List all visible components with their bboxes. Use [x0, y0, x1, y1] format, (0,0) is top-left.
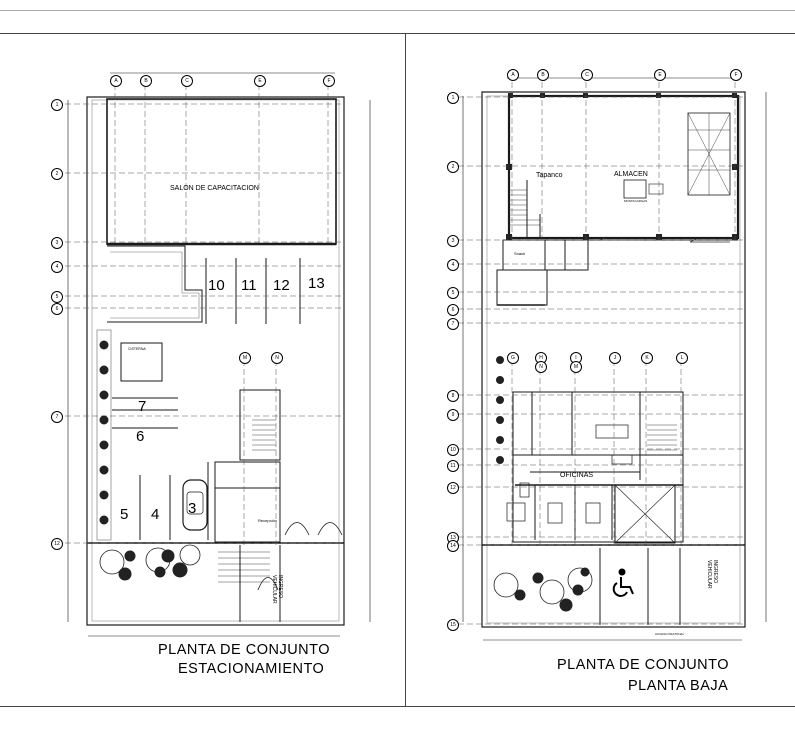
right-grid-row-14: 14 [447, 540, 459, 552]
right-grid-row-11: 11 [447, 460, 459, 472]
left-grid-row-6: 6 [51, 303, 63, 315]
parking-space-3: 3 [188, 500, 197, 517]
right-plan [458, 77, 767, 641]
left-grid-row-12: 12 [51, 538, 63, 550]
sheet-bottom-border [0, 706, 795, 707]
warehouse-outline [507, 94, 740, 240]
snack-room [496, 269, 548, 306]
void-box [614, 484, 676, 544]
right-forklift-label: MONTACARGAS [624, 199, 648, 203]
left-vehicle-entry-label: INGRESO VEHICULAR [271, 575, 283, 604]
right-grid-col-inner-G: G [507, 352, 519, 364]
forklift-icon [623, 179, 647, 199]
right-grid-row-3: 3 [447, 235, 459, 247]
sheet-divider [405, 33, 406, 706]
left-grid-row-2: 2 [51, 168, 63, 180]
left-plan [65, 72, 371, 637]
right-grid-col-B: B [537, 69, 549, 81]
office-block [512, 391, 684, 543]
parking-space-5: 5 [120, 506, 129, 523]
left-grid-row-5: 5 [51, 291, 63, 303]
parking-space-13: 13 [308, 275, 325, 292]
right-warehouse-label: ALMACEN [614, 171, 648, 178]
right-offices-label: OFICINAS [560, 472, 594, 479]
left-grid-col-inner-M: M [239, 352, 251, 364]
right-grid-row-9: 9 [447, 409, 459, 421]
right-grid-col-inner-M: M [570, 361, 582, 373]
left-trees [99, 340, 188, 581]
parking-space-6: 6 [136, 428, 145, 445]
parking-space-11: 11 [241, 277, 257, 294]
right-grid-col-inner-K: K [641, 352, 653, 364]
sheet-top-edge [0, 10, 795, 11]
parking-space-7: 7 [138, 398, 147, 415]
right-grid-col-inner-L: L [676, 352, 688, 364]
right-grid-row-2: 2 [447, 161, 459, 173]
right-grid-row-4: 4 [447, 259, 459, 271]
cistern-box [120, 342, 163, 382]
car-icon [182, 479, 208, 531]
left-grid-row-4: 4 [51, 261, 63, 273]
right-lot-boundary [481, 91, 746, 628]
right-grid-row-15: 15 [447, 619, 459, 631]
left-cistern-label: CISTERNA [128, 347, 146, 351]
left-grid-col-A: A [110, 75, 122, 87]
left-grid-row-7: 7 [51, 411, 63, 423]
right-grid-row-8: 8 [447, 390, 459, 402]
left-grid-row-1: 1 [51, 99, 63, 111]
right-grid-col-E: E [654, 69, 666, 81]
right-snack-label: Snack [514, 251, 526, 256]
parking-space-12: 12 [273, 277, 290, 294]
right-grid-row-7: 7 [447, 318, 459, 330]
right-mezzanine-label: Tapanco [536, 172, 563, 179]
left-plan-title: PLANTA DE CONJUNTO [158, 642, 331, 658]
right-grid-row-10: 10 [447, 444, 459, 456]
right-grid-col-F: F [730, 69, 742, 81]
right-grid-col-A: A [507, 69, 519, 81]
right-plan-title: PLANTA DE CONJUNTO [557, 657, 730, 673]
right-grid-row-6: 6 [447, 304, 459, 316]
parking-space-4: 4 [151, 506, 160, 523]
left-grid-col-E: E [254, 75, 266, 87]
left-plan-subtitle: ESTACIONAMIENTO [178, 661, 325, 677]
training-room-outline [106, 98, 337, 245]
left-grid-col-B: B [140, 75, 152, 87]
right-grid-row-1: 1 [447, 92, 459, 104]
left-grid-col-F: F [323, 75, 335, 87]
right-grid-row-12: 12 [447, 482, 459, 494]
right-grid-row-5: 5 [447, 287, 459, 299]
left-grid-row-3: 3 [51, 237, 63, 249]
right-grid-col-C: C [581, 69, 593, 81]
parking-space-10: 10 [208, 277, 225, 294]
stair-core [239, 389, 281, 461]
right-grid-col-inner-N: N [535, 361, 547, 373]
left-training-room-label: SALON DE CAPACITACION [170, 185, 259, 192]
right-vehicle-entry-label: INGRESO VEHICULAR [706, 560, 718, 589]
reception-block [214, 461, 281, 543]
left-grid-col-inner-N: N [271, 352, 283, 364]
left-reception-label: Recepción [258, 518, 277, 523]
sheet-top-border [0, 33, 795, 34]
left-grid-col-C: C [181, 75, 193, 87]
right-sidewalk-label: ACCESO PEATONAL [655, 632, 685, 636]
accessibility-icon [612, 568, 634, 597]
right-plan-subtitle: PLANTA BAJA [628, 678, 729, 694]
left-lot-boundary [86, 96, 345, 626]
right-grid-col-inner-J: J [609, 352, 621, 364]
